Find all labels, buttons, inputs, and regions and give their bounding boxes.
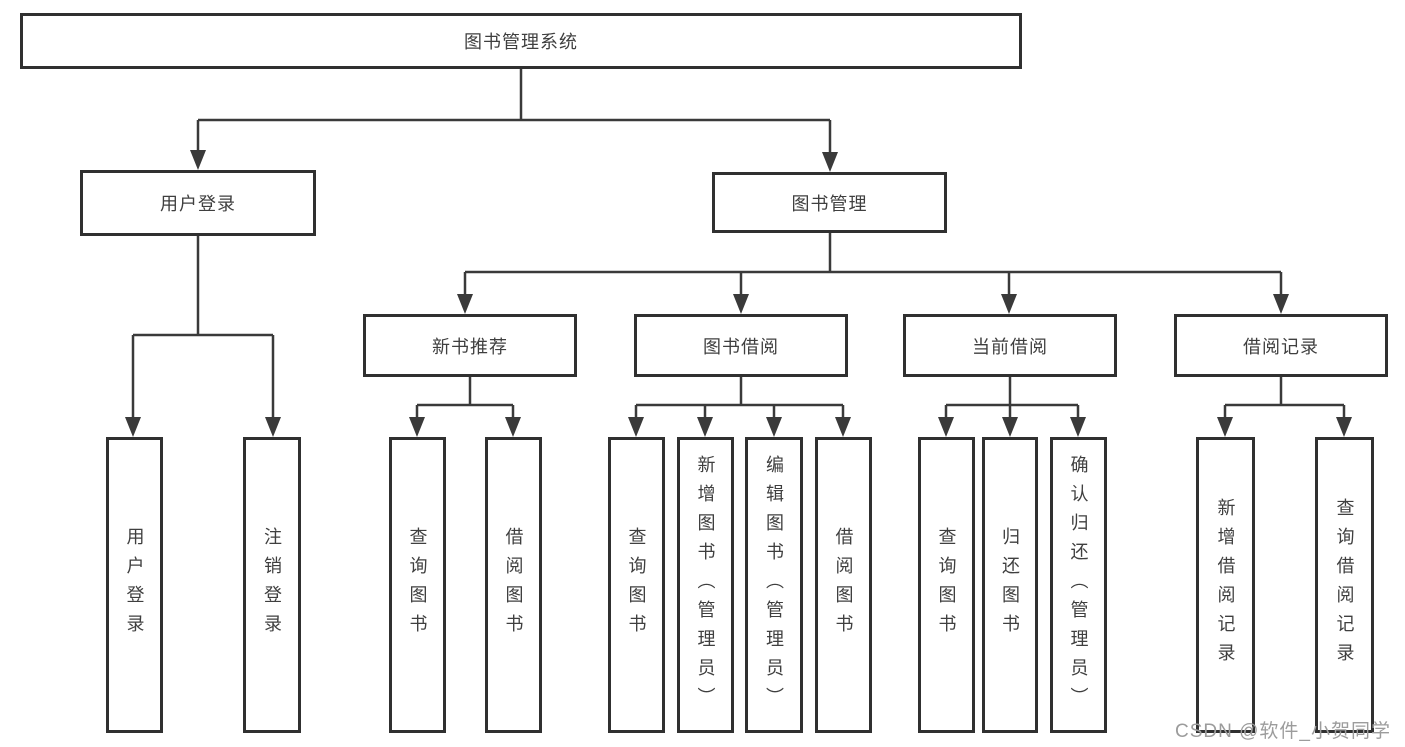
leaf-user-login: 用户登录 <box>106 437 163 733</box>
leaf-bb-borrow-book: 借阅图书 <box>815 437 872 733</box>
node-user-login: 用户登录 <box>80 170 316 236</box>
leaf-bb-edit-book-admin-label: 编辑图书（管理员） <box>764 454 784 716</box>
node-book-management-label: 图书管理 <box>791 193 868 214</box>
leaf-cb-confirm-return-admin-label: 确认归还（管理员） <box>1068 454 1089 716</box>
node-root-label: 图书管理系统 <box>464 32 578 52</box>
node-borrow-records: 借阅记录 <box>1174 314 1388 377</box>
node-root: 图书管理系统 <box>20 13 1022 69</box>
leaf-bb-add-book-admin: 新增图书（管理员） <box>677 437 734 733</box>
leaf-nr-query-book-label: 查询图书 <box>407 527 428 643</box>
node-current-borrow: 当前借阅 <box>903 314 1117 377</box>
node-new-book-recommend-label: 新书推荐 <box>432 336 508 357</box>
leaf-br-add-record-label: 新增借阅记录 <box>1215 498 1236 672</box>
node-current-borrow-label: 当前借阅 <box>972 336 1048 357</box>
leaf-bb-edit-book-admin: 编辑图书（管理员） <box>745 437 803 733</box>
current-borrow-children-connectors <box>938 377 1086 437</box>
csdn-watermark: CSDN @软件_小贺同学 <box>1175 721 1391 742</box>
node-book-borrow-label: 图书借阅 <box>703 336 779 357</box>
node-user-login-label: 用户登录 <box>160 194 236 214</box>
leaf-cb-confirm-return-admin: 确认归还（管理员） <box>1050 437 1107 733</box>
node-book-borrow: 图书借阅 <box>634 314 848 377</box>
leaf-br-query-record-label: 查询借阅记录 <box>1334 498 1355 672</box>
leaf-bb-borrow-book-label: 借阅图书 <box>833 527 854 643</box>
leaf-bb-query-book: 查询图书 <box>608 437 665 733</box>
leaf-user-login-label: 用户登录 <box>124 527 145 643</box>
new-book-recommend-children-connectors <box>409 377 521 437</box>
root-to-level2-connectors <box>190 68 838 172</box>
leaf-cb-query-book-label: 查询图书 <box>936 527 957 643</box>
leaf-logout: 注销登录 <box>243 437 301 733</box>
leaf-nr-borrow-book: 借阅图书 <box>485 437 542 733</box>
book-borrow-children-connectors <box>628 377 851 437</box>
node-borrow-records-label: 借阅记录 <box>1243 336 1319 357</box>
leaf-bb-add-book-admin-label: 新增图书（管理员） <box>695 454 716 716</box>
node-book-management: 图书管理 <box>712 172 947 233</box>
leaf-cb-return-book: 归还图书 <box>982 437 1038 733</box>
borrow-records-children-connectors <box>1217 377 1352 437</box>
leaf-nr-query-book: 查询图书 <box>389 437 446 733</box>
leaf-bb-query-book-label: 查询图书 <box>626 527 647 643</box>
node-new-book-recommend: 新书推荐 <box>363 314 577 377</box>
leaf-br-query-record: 查询借阅记录 <box>1315 437 1374 733</box>
leaf-cb-query-book: 查询图书 <box>918 437 975 733</box>
leaf-logout-label: 注销登录 <box>262 527 282 643</box>
leaf-br-add-record: 新增借阅记录 <box>1196 437 1255 733</box>
book-management-subtree-connectors <box>457 232 1289 314</box>
user-login-subtree-connectors <box>125 235 281 437</box>
leaf-nr-borrow-book-label: 借阅图书 <box>503 527 524 643</box>
leaf-cb-return-book-label: 归还图书 <box>1000 527 1020 643</box>
